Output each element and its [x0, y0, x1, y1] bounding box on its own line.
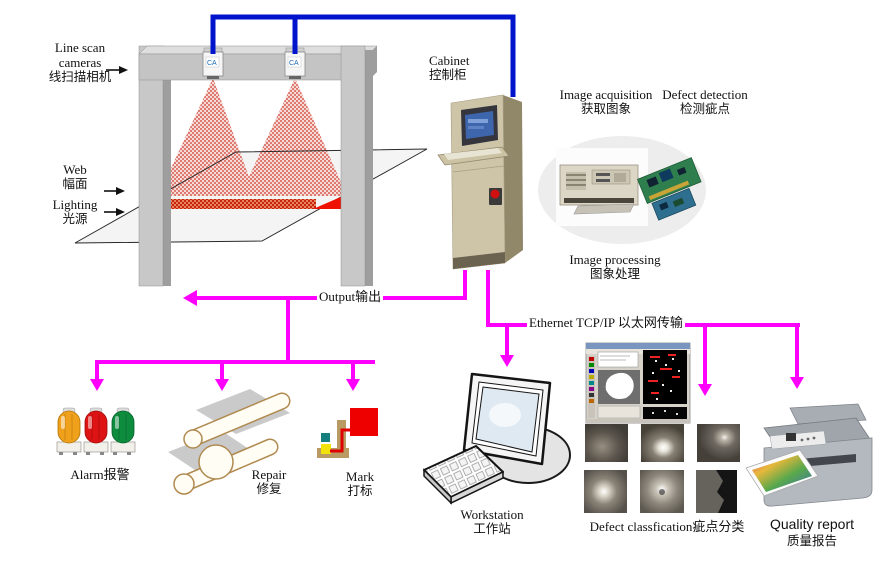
repair-label-zh: 修复 — [256, 482, 282, 496]
cabinet-estop-button — [490, 189, 500, 199]
web-label: Web 幅面 — [40, 162, 110, 192]
camera-cable — [210, 14, 516, 97]
software-defect-map — [643, 350, 687, 404]
mark-label-zh: 打标 — [347, 484, 373, 498]
alarm-label: Alarm报警 — [70, 467, 130, 482]
lighting-label-en: Lighting — [52, 197, 98, 212]
industrial-pc-icon — [556, 148, 648, 226]
workstation-arrowhead — [500, 355, 514, 367]
ethernet-label: Ethernet TCP/IP 以太网传输 — [527, 315, 685, 330]
cabinet-icon — [437, 94, 523, 270]
defect-thumbnail-3 — [697, 424, 740, 462]
web-label-zh: 幅面 — [62, 177, 88, 191]
line-scan-label-zh: 线扫描相机 — [48, 70, 112, 84]
quality-report-label-zh: 质量报告 — [786, 534, 837, 548]
mark-icon — [317, 408, 378, 458]
defect-thumbnail-2 — [641, 424, 684, 462]
defect-thumbnails — [584, 424, 740, 513]
alarm-arrowhead — [90, 379, 104, 391]
left-post — [138, 45, 164, 287]
defect-detection-label-en: Defect detection — [662, 87, 748, 102]
lighting-label: Lighting 光源 — [33, 197, 117, 227]
software-titlebar — [586, 343, 690, 349]
alarm-beacons-icon — [56, 407, 136, 455]
repair-label: Repair 修复 — [237, 467, 301, 497]
repair-label-en: Repair — [251, 467, 287, 482]
web-label-en: Web — [63, 162, 87, 177]
quality-report-label: Quality report 质量报告 — [752, 516, 872, 550]
workstation-label: Workstation 工作站 — [437, 507, 547, 537]
line-scan-label-en1: Line scan — [54, 40, 106, 55]
left-post-side — [163, 50, 171, 286]
cabinet-label-zh: 控制柜 — [429, 68, 467, 82]
defect-detection-label: Defect detection 检测疵点 — [652, 87, 758, 117]
scan-beam-cone-right — [240, 78, 347, 196]
printer-icon — [745, 403, 873, 507]
repair-arrowhead — [215, 379, 229, 391]
mark-label: Mark 打标 — [332, 469, 388, 499]
quality-report-label-en: Quality report — [769, 516, 855, 532]
image-acquisition-label-en: Image acquisition — [559, 87, 653, 102]
beam-front — [138, 53, 370, 81]
frame-grabber-cards-icon — [637, 157, 702, 221]
flow-lines — [90, 270, 804, 396]
printer-arrowhead — [790, 377, 804, 389]
mark-label-en: Mark — [345, 469, 375, 484]
image-processing-label-zh: 图象处理 — [589, 267, 640, 281]
cabinet-screen — [465, 111, 494, 139]
image-acquisition-label: Image acquisition 获取图象 — [548, 87, 664, 117]
line-scan-arrow — [119, 66, 128, 74]
web-sheet-outline — [74, 148, 428, 244]
repair-rollers-icon — [168, 389, 291, 495]
scan-beam-cone-left — [158, 78, 256, 196]
defect-thumbnail-4 — [584, 470, 627, 513]
image-acquisition-label-zh: 获取图象 — [580, 102, 631, 116]
image-processing-label: Image processing 图象处理 — [556, 252, 674, 282]
workstation-label-en: Workstation — [460, 507, 524, 522]
lighting-strip-end — [313, 196, 343, 209]
label-arrows — [104, 66, 128, 216]
defect-thumbnail-1 — [585, 424, 628, 462]
lighting-label-zh: 光源 — [62, 212, 88, 226]
workstation-label-zh: 工作站 — [473, 522, 511, 536]
mark-arrowhead — [346, 379, 360, 391]
web-arrow — [116, 187, 125, 195]
defect-software-icon — [585, 342, 691, 424]
cabinet-label: Cabinet 控制柜 — [429, 53, 499, 83]
lighting-arrow — [116, 208, 125, 216]
cabinet-label-en: Cabinet — [429, 53, 470, 68]
mark-red-square — [350, 408, 378, 436]
printed-photo — [752, 455, 812, 492]
defect-detection-label-zh: 检测疵点 — [679, 102, 730, 116]
defect-arrowhead — [698, 384, 712, 396]
output-arrowhead — [183, 290, 197, 306]
line-scan-label-en2: cameras — [58, 55, 102, 70]
image-processing-label-en: Image processing — [569, 252, 661, 267]
output-label: Output输出 — [317, 289, 384, 304]
line-scan-cameras-label: Line scan cameras 线扫描相机 — [28, 40, 132, 85]
right-post — [340, 45, 366, 287]
defect-classification-label: Defect classfication疵点分类 — [589, 519, 745, 534]
gantry-frame — [138, 45, 378, 287]
right-post-side — [365, 50, 373, 286]
printer-control-panel — [769, 430, 827, 450]
lighting-strip — [160, 199, 316, 209]
workstation-icon — [423, 372, 571, 505]
